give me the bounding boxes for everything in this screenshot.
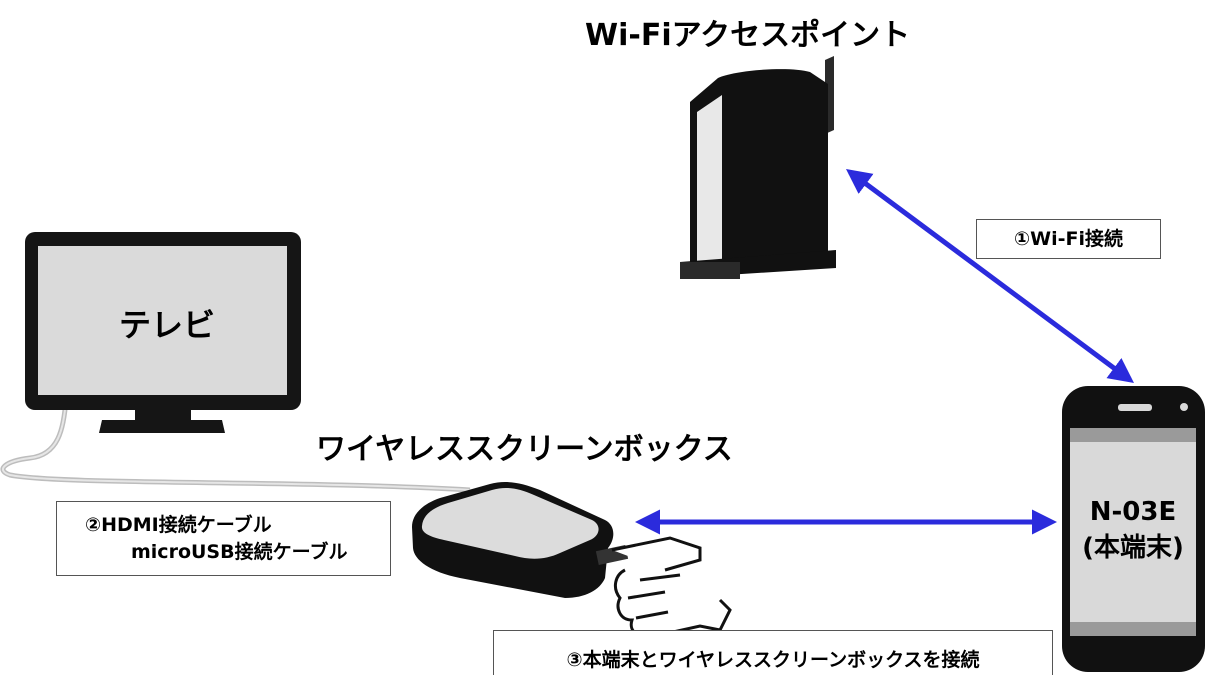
tv-label: テレビ: [119, 306, 216, 344]
step2-box: ②HDMI接続ケーブル microUSB接続ケーブル: [56, 501, 391, 576]
hand-icon: [611, 536, 732, 639]
phone-label: N-03E (本端末): [1070, 494, 1196, 566]
screenbox-icon: [412, 482, 629, 598]
access-point-title: Wi-Fiアクセスポイント: [585, 18, 911, 53]
step2-line1: ②HDMI接続ケーブル: [85, 514, 272, 536]
step1-label: ①Wi-Fi接続: [1014, 228, 1123, 250]
step2-line2: microUSB接続ケーブル: [131, 541, 348, 563]
step1-box: ①Wi-Fi接続: [976, 219, 1161, 259]
access-point-icon: [680, 56, 836, 279]
phone-subtitle: (本端末): [1082, 533, 1184, 563]
step3-label: ③本端末とワイヤレススクリーンボックスを接続: [566, 649, 980, 671]
diagram-canvas: [0, 56, 1205, 672]
tv-icon: [25, 232, 301, 433]
smartphone-icon: [1062, 386, 1205, 672]
wifi-arrow: [845, 169, 1135, 383]
step3-box: ③本端末とワイヤレススクリーンボックスを接続: [493, 630, 1053, 675]
phone-model: N-03E: [1089, 497, 1177, 527]
screenbox-title: ワイヤレススクリーンボックス: [316, 432, 733, 467]
